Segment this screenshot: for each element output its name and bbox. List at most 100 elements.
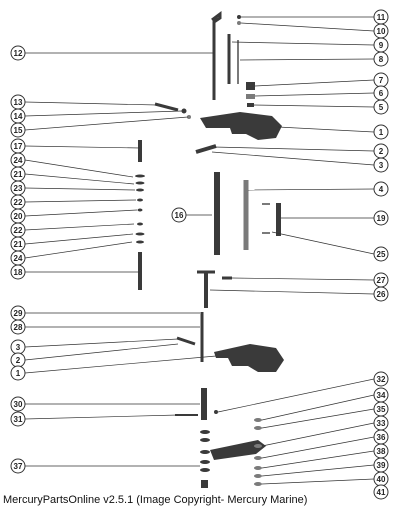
leader-line	[24, 338, 179, 348]
callout-circle	[373, 99, 389, 115]
callout-number: 6	[379, 89, 384, 98]
washer-part	[254, 466, 262, 470]
washer-part	[135, 181, 145, 185]
washer-part	[254, 444, 262, 448]
callout-number: 11	[377, 13, 386, 22]
leader-line	[231, 277, 375, 281]
leader-line	[24, 209, 138, 217]
leader-line	[24, 187, 136, 191]
washer-part	[237, 21, 241, 25]
callout-circle	[373, 246, 389, 262]
callout-circle	[373, 484, 389, 500]
callout-number: 12	[14, 49, 23, 58]
callout-number: 16	[175, 211, 184, 220]
leader-line	[24, 241, 133, 259]
washer-part	[137, 222, 143, 226]
callout-number: 5	[379, 103, 384, 112]
callout-circle	[373, 181, 389, 197]
washer-part	[254, 482, 262, 486]
leader-line	[261, 422, 375, 447]
callout-circle	[10, 122, 26, 138]
callout-number: 37	[14, 462, 23, 471]
cotter-pin-part	[237, 15, 241, 19]
callout-number: 28	[14, 323, 23, 332]
leader-lines	[24, 16, 375, 485]
callout-number: 3	[379, 161, 384, 170]
callout-number: 10	[377, 27, 386, 36]
leader-line	[211, 151, 375, 166]
bushing-part	[276, 203, 281, 236]
callout-number: 26	[377, 290, 386, 299]
callout-number: 3	[16, 343, 21, 352]
leader-line	[231, 41, 375, 46]
clamp-bracket-part	[200, 112, 282, 140]
nut-part	[187, 115, 191, 119]
leader-line	[24, 159, 134, 178]
leader-line	[261, 478, 375, 485]
ball-part	[214, 410, 218, 414]
washer-part	[135, 232, 145, 236]
leader-line	[253, 104, 375, 108]
leader-line	[261, 408, 375, 429]
callout-number: 27	[377, 276, 386, 285]
leader-line	[24, 233, 134, 245]
arm-part	[210, 440, 266, 460]
callout-number: 29	[14, 309, 23, 318]
leader-line	[254, 92, 375, 97]
clamp-bracket-part	[214, 344, 284, 372]
leader-line	[277, 126, 375, 133]
leader-line	[247, 188, 375, 191]
washer-part	[246, 94, 255, 99]
callout-circle	[373, 210, 389, 226]
nut-part	[246, 82, 255, 90]
callout-number: 7	[379, 76, 384, 85]
spacer-part	[247, 103, 254, 107]
washer-part	[136, 240, 144, 244]
leader-line	[24, 145, 141, 149]
tilt-rod-part	[211, 11, 222, 100]
callout-circle	[373, 371, 389, 387]
callout-number: 15	[14, 126, 23, 135]
nut-part	[201, 480, 208, 488]
callout-number: 9	[379, 41, 384, 50]
callout-circle	[10, 319, 26, 335]
callout-number: 24	[14, 254, 23, 263]
leader-line	[24, 101, 158, 106]
leader-line	[261, 436, 375, 459]
callout-number: 17	[14, 142, 23, 151]
callout-number: 35	[377, 405, 386, 414]
callout-circle	[373, 124, 389, 140]
callout-circle	[373, 157, 389, 173]
callout-number: 33	[377, 419, 386, 428]
washer-part	[200, 460, 210, 464]
callout-number: 32	[377, 375, 386, 384]
callout-circle	[10, 411, 26, 427]
roll-pin-part	[195, 144, 217, 154]
leader-line	[261, 394, 375, 421]
pin-part	[176, 336, 196, 346]
leader-line	[24, 199, 137, 203]
washer-part	[135, 174, 145, 178]
callout-markers: 1110987651234192527263234353336383940411…	[10, 9, 389, 500]
leader-line	[24, 223, 135, 231]
callout-number: 40	[377, 475, 386, 484]
washer-part	[254, 456, 262, 460]
callout-number: 8	[379, 55, 384, 64]
callout-number: 4	[379, 185, 384, 194]
washer-part	[181, 108, 187, 114]
washer-part	[254, 426, 262, 430]
callout-number: 38	[377, 447, 386, 456]
callout-number: 22	[14, 198, 23, 207]
callout-number: 14	[14, 112, 23, 121]
leader-line	[24, 414, 179, 420]
callout-number: 18	[14, 268, 23, 277]
leader-line	[254, 79, 375, 87]
callout-number: 23	[14, 184, 23, 193]
image-caption: MercuryPartsOnline v2.5.1 (Image Copyrig…	[3, 494, 308, 506]
callout-circle	[10, 458, 26, 474]
callout-number: 19	[377, 214, 386, 223]
leader-line	[24, 173, 135, 185]
callout-circle	[373, 286, 389, 302]
